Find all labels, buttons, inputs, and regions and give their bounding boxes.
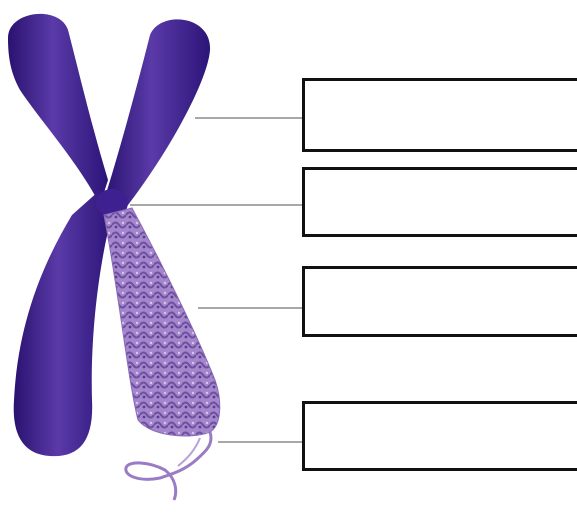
label-box-supercoiled-chromatin[interactable] (302, 266, 577, 337)
label-box-dna-strand[interactable] (302, 401, 577, 471)
label-box-centromere[interactable] (302, 167, 577, 237)
supercoiled-chromatin (104, 208, 220, 436)
chromatid-upper-right-arm (104, 19, 210, 205)
chromatid-lower-left-arm (14, 190, 112, 456)
label-box-chromatid[interactable] (302, 78, 577, 152)
chromatid-upper-left-arm (8, 14, 108, 205)
